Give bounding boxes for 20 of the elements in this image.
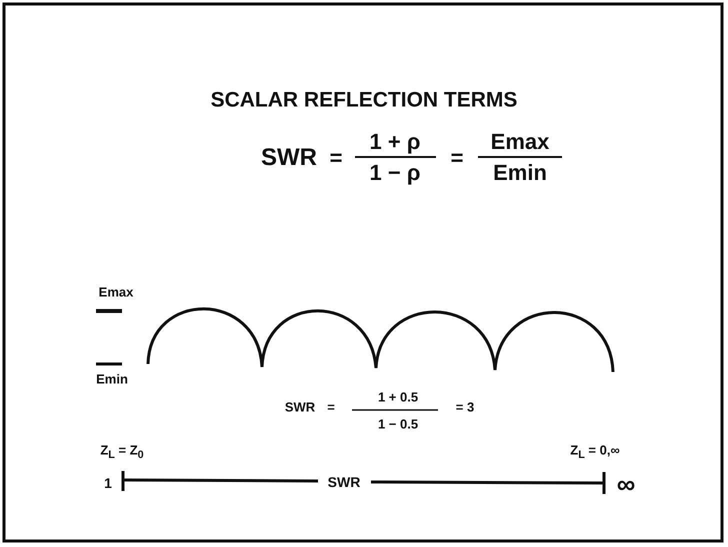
scale-label: ∞ <box>616 471 636 497</box>
formula-text: 1 + ρ <box>370 131 420 153</box>
impedance-label: Z$_{L}$ = Z$_{0}$ <box>100 443 144 461</box>
equals-sign: = <box>330 147 342 169</box>
formula-text: Emax <box>490 131 550 153</box>
scale-label: SWR <box>328 475 360 489</box>
formula-text: SWR <box>284 400 316 414</box>
formula-text: = 3 <box>456 400 474 414</box>
axis-label: Emax <box>98 286 134 298</box>
equals-sign: = <box>327 400 335 414</box>
scale-label: 1 <box>104 476 112 490</box>
impedance-label: Z$_{L}$ = 0,∞ <box>570 443 620 461</box>
formula-text: 1 − ρ <box>370 162 420 184</box>
axis-label: Emin <box>96 372 128 386</box>
formula-text: 1 + 0.5 <box>378 390 418 404</box>
equals-sign: = <box>450 147 464 169</box>
title: SCALAR REFLECTION TERMS <box>210 90 518 110</box>
formula-text: Emin <box>493 162 547 184</box>
formula-text: 1 − 0.5 <box>378 418 418 430</box>
formula-text: SWR <box>261 146 317 170</box>
